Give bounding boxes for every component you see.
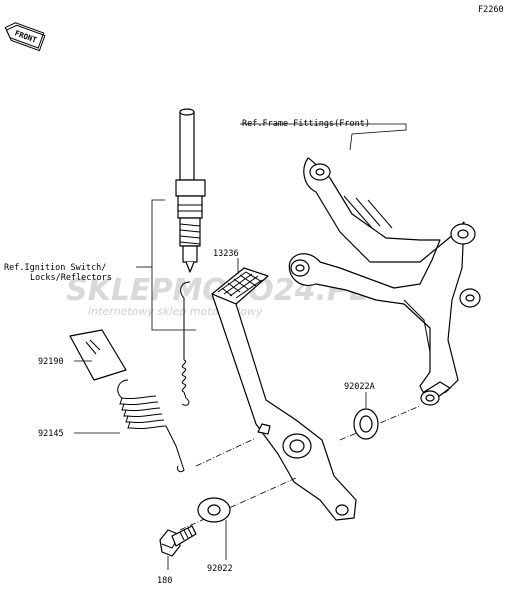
label-92190: 92190	[38, 357, 64, 367]
front-arrow-icon: FRONT	[4, 22, 46, 52]
label-13236: 13236	[213, 249, 239, 259]
bolt-180	[159, 525, 197, 557]
leader-ref-frame	[240, 123, 407, 151]
frame-fitting	[288, 157, 481, 406]
washer-92022A	[353, 408, 379, 440]
label-ref-ignition-2: Locks/Reflectors	[30, 273, 112, 283]
ref-ignition-bracket	[151, 199, 196, 331]
label-ref-frame: Ref.Frame Fittings(Front)	[242, 119, 370, 129]
switch-spring	[180, 281, 191, 406]
label-ref-ignition-1: Ref.Ignition Switch/	[4, 263, 106, 273]
label-180: 180	[157, 576, 172, 586]
brake-pedal	[211, 293, 357, 521]
label-92022: 92022	[207, 564, 233, 574]
diagram-code: F2260	[478, 5, 504, 15]
label-92145: 92145	[38, 429, 64, 439]
washer-92022	[197, 497, 231, 523]
return-spring	[117, 379, 185, 473]
label-92022A: 92022A	[344, 382, 375, 392]
o-ring-92190	[69, 329, 127, 381]
brake-light-switch	[175, 108, 206, 273]
